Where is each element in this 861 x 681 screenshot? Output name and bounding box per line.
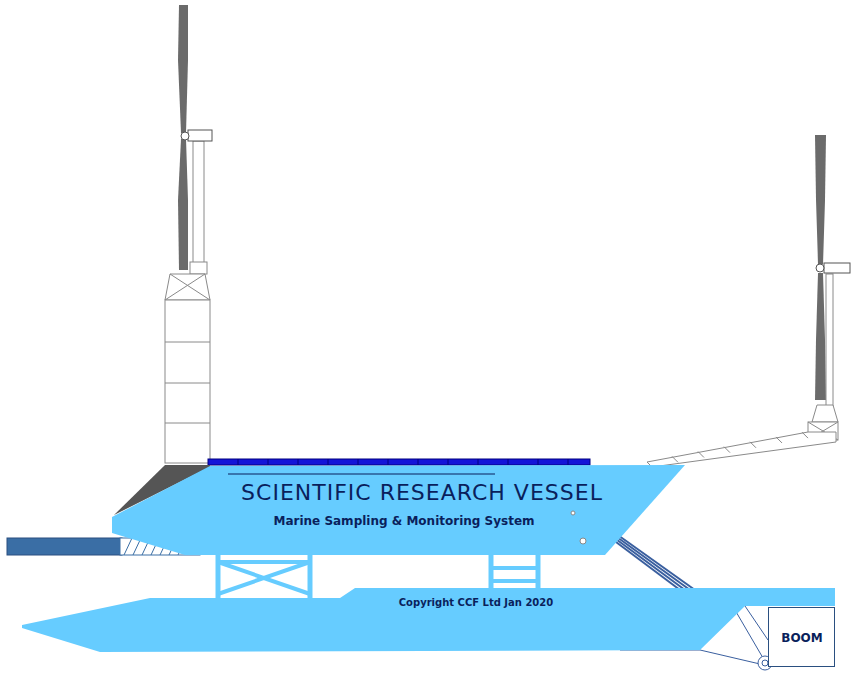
solar-panels (208, 459, 590, 465)
pole-base (190, 262, 207, 274)
upper-hull-outline (110, 460, 690, 560)
frame-line (735, 610, 763, 658)
arm-tick (750, 442, 756, 448)
turbine-pole (826, 274, 833, 406)
vessel-title: SCIENTIFIC RESEARCH VESSEL (241, 480, 603, 505)
turbine-hub (816, 264, 824, 272)
panel-divider (238, 459, 239, 465)
port-hole (580, 538, 586, 544)
panel-divider (388, 459, 389, 465)
panel-divider (328, 459, 329, 465)
panel-divider (358, 459, 359, 465)
turbine-blade (815, 135, 826, 264)
ladder-rung (491, 566, 538, 570)
stair-rail (610, 532, 690, 590)
panel-divider (298, 459, 299, 465)
copyright-note: Copyright CCF Ltd Jan 2020 (399, 597, 553, 608)
tower-brace (170, 274, 210, 300)
arm-tick (776, 437, 782, 443)
frame-line (745, 606, 768, 640)
hull-shape (22, 588, 835, 652)
turbine-pole (193, 141, 204, 266)
frame-line (700, 650, 760, 664)
turbine-hub (181, 132, 189, 140)
upper-hull: SCIENTIFIC RESEARCH VESSEL Marine Samplin… (110, 460, 690, 560)
strut (218, 560, 310, 564)
strut (218, 562, 310, 594)
deck-line (228, 474, 495, 475)
panel-divider (268, 459, 269, 465)
lower-hull-outline (20, 586, 838, 654)
panel-divider (508, 459, 509, 465)
ladder-post (536, 555, 541, 592)
turbine-nacelle (188, 130, 212, 141)
tower-rung (165, 383, 210, 384)
arm-tick (724, 447, 730, 453)
lower-hull: Copyright CCF Ltd Jan 2020 (20, 586, 838, 654)
boom-label: BOOM (781, 631, 823, 645)
panel-divider (478, 459, 479, 465)
ladder-rung (491, 579, 538, 583)
mast-base (812, 405, 838, 422)
port-hole (571, 511, 575, 515)
hull-shape (112, 465, 685, 555)
truss-hatch (124, 538, 132, 555)
tower-top (165, 274, 210, 300)
turbine-blade (815, 273, 826, 400)
tower-rung (165, 342, 210, 343)
arm-tick (802, 432, 808, 438)
boom-box: BOOM (768, 607, 835, 667)
tower-rung (165, 423, 210, 424)
side-boom (7, 538, 122, 555)
turbine-blade (178, 5, 188, 133)
turbine-nacelle (824, 263, 850, 273)
panel-divider (418, 459, 419, 465)
arm-tick (672, 456, 678, 462)
vessel-subtitle: Marine Sampling & Monitoring System (273, 514, 534, 528)
arm-tick (698, 451, 704, 457)
turbine-arm (647, 432, 836, 467)
tower (165, 300, 210, 463)
tower-brace (165, 274, 205, 300)
panel-divider (568, 459, 569, 465)
panel-divider (538, 459, 539, 465)
turbine-blade (178, 139, 188, 270)
strut (218, 562, 310, 594)
ladder-post (489, 555, 494, 592)
stair-rail (615, 533, 695, 590)
panel-divider (448, 459, 449, 465)
